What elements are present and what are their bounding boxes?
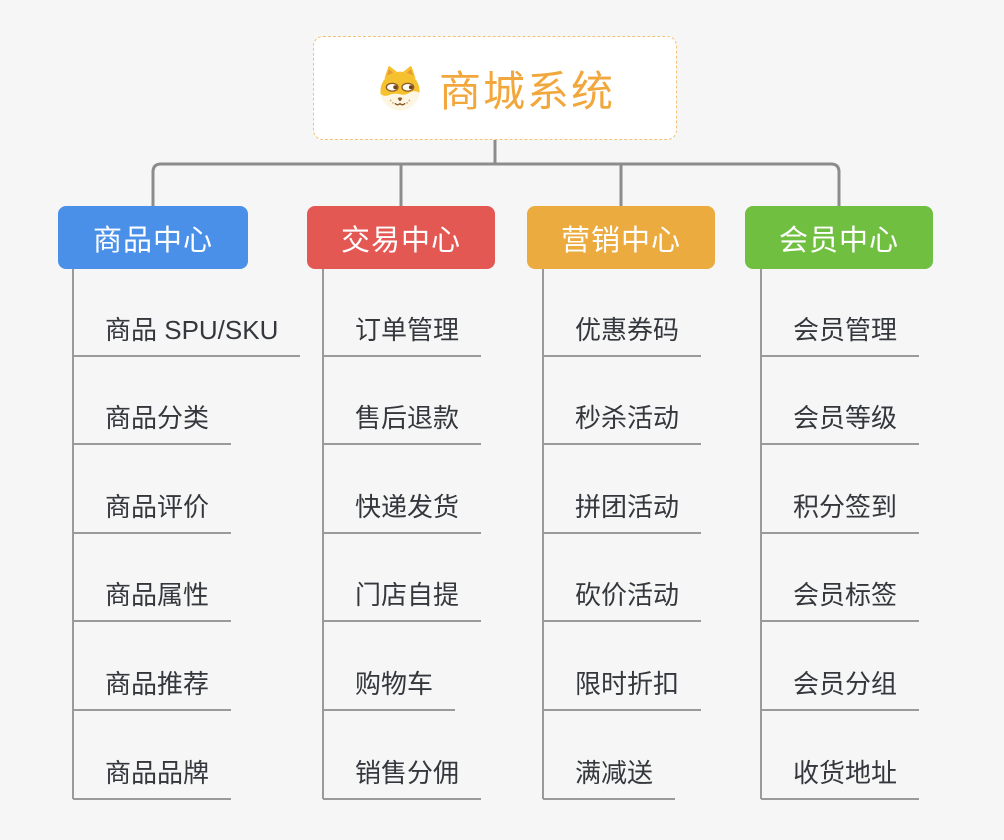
leaf-node[interactable]: 拼团活动 bbox=[543, 492, 702, 534]
leaf-node[interactable]: 优惠券码 bbox=[543, 315, 702, 357]
leaf-node[interactable]: 快递发货 bbox=[323, 492, 482, 534]
leaf-node[interactable]: 商品属性 bbox=[73, 580, 232, 622]
leaf-node[interactable]: 秒杀活动 bbox=[543, 403, 702, 445]
leaf-node[interactable]: 销售分佣 bbox=[323, 758, 482, 800]
branch-node-trade-center[interactable]: 交易中心 bbox=[307, 206, 495, 269]
leaf-node[interactable]: 商品 SPU/SKU bbox=[73, 315, 301, 357]
root-node-title: 商城系统 bbox=[438, 67, 615, 115]
leaf-node[interactable]: 商品品牌 bbox=[73, 758, 232, 800]
leaf-node[interactable]: 售后退款 bbox=[323, 403, 482, 445]
leaf-node[interactable]: 积分签到 bbox=[761, 492, 920, 534]
leaf-node[interactable]: 会员管理 bbox=[761, 315, 920, 357]
leaf-node[interactable]: 会员标签 bbox=[761, 580, 920, 622]
branch-node-marketing-center[interactable]: 营销中心 bbox=[527, 206, 715, 269]
leaf-node[interactable]: 订单管理 bbox=[323, 315, 482, 357]
leaf-node[interactable]: 商品分类 bbox=[73, 403, 232, 445]
leaf-node[interactable]: 会员分组 bbox=[761, 669, 920, 711]
branch-node-product-center[interactable]: 商品中心 bbox=[58, 206, 248, 269]
leaf-node[interactable]: 限时折扣 bbox=[543, 669, 702, 711]
leaf-node[interactable]: 会员等级 bbox=[761, 403, 920, 445]
leaf-node[interactable]: 商品推荐 bbox=[73, 669, 232, 711]
dog-logo-icon bbox=[380, 66, 420, 111]
branch-node-member-center[interactable]: 会员中心 bbox=[745, 206, 933, 269]
leaf-node[interactable]: 满减送 bbox=[543, 758, 676, 800]
leaf-node[interactable]: 商品评价 bbox=[73, 492, 232, 534]
leaf-node[interactable]: 砍价活动 bbox=[543, 580, 702, 622]
leaf-node[interactable]: 门店自提 bbox=[323, 580, 482, 622]
root-node[interactable]: 商城系统 bbox=[313, 36, 677, 140]
leaf-node[interactable]: 收货地址 bbox=[761, 758, 920, 800]
leaf-node[interactable]: 购物车 bbox=[323, 669, 456, 711]
